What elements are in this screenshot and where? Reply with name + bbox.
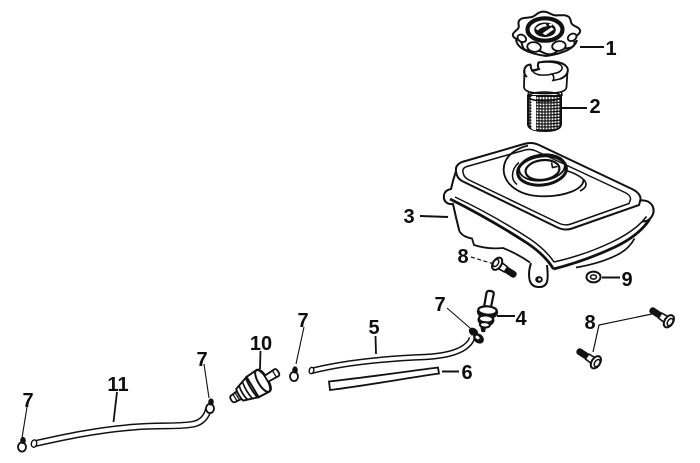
svg-text:7: 7 [434,294,445,316]
svg-text:8: 8 [457,246,468,268]
svg-text:10: 10 [250,333,272,355]
svg-text:7: 7 [196,349,207,371]
svg-text:8: 8 [584,312,595,334]
svg-text:7: 7 [297,310,308,332]
svg-text:11: 11 [107,374,128,396]
svg-text:6: 6 [461,362,472,384]
svg-text:2: 2 [589,96,600,118]
svg-text:1: 1 [605,38,616,60]
svg-text:9: 9 [621,269,632,291]
svg-text:5: 5 [368,317,379,339]
svg-text:7: 7 [22,390,33,412]
svg-text:3: 3 [403,206,414,228]
svg-text:4: 4 [515,308,527,330]
